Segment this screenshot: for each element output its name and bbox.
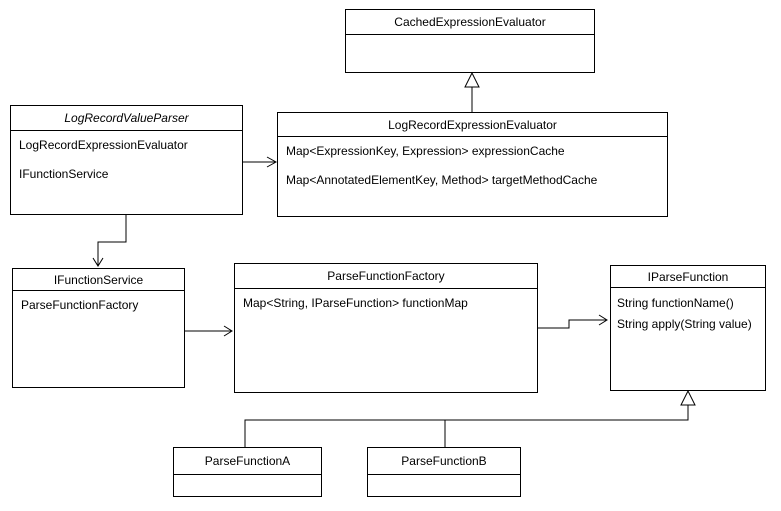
class-member: String functionName() [617,296,734,310]
class-box-iparsefunction[interactable]: IParseFunction String functionName() Str… [610,265,766,391]
class-body: String functionName() String apply(Strin… [611,288,765,335]
class-member: String apply(String value) [617,317,752,331]
arrow-open-ipf [598,314,608,326]
edge-lrvp-to-ifs [97,215,127,265]
class-body: Map<ExpressionKey, Expression> expressio… [278,137,667,195]
class-title: LogRecordExpressionEvaluator [278,113,667,137]
class-body: LogRecordExpressionEvaluator IFunctionSe… [11,131,242,189]
class-box-logrecordvalueparser[interactable]: LogRecordValueParser LogRecordExpression… [10,105,243,215]
class-member: ParseFunctionFactory [21,298,139,312]
class-member: Map<ExpressionKey, Expression> expressio… [286,144,565,158]
class-body: ParseFunctionFactory [13,291,184,320]
class-box-ifunctionservice[interactable]: IFunctionService ParseFunctionFactory [12,268,185,388]
class-member: IFunctionService [19,167,109,181]
arrow-open-lree [266,156,278,168]
arrow-open-ifs [92,257,104,267]
class-box-logrecordexpressionevaluator[interactable]: LogRecordExpressionEvaluator Map<Express… [277,112,668,217]
class-member: Map<AnnotatedElementKey, Method> targetM… [286,173,598,187]
arrow-open-pff [223,325,233,337]
class-title: LogRecordValueParser [11,106,242,131]
class-title: CachedExpressionEvaluator [346,10,594,35]
class-box-parsefunctionb[interactable]: ParseFunctionB [367,447,521,497]
arrow-triangle-cached [464,71,480,88]
edge-pff-to-ipf [538,319,606,329]
class-box-cachedexpressionevaluator[interactable]: CachedExpressionEvaluator [345,9,595,73]
class-title: IParseFunction [611,266,765,288]
class-title: ParseFunctionFactory [235,264,537,289]
class-member: LogRecordExpressionEvaluator [19,138,188,152]
class-box-parsefunctiona[interactable]: ParseFunctionA [173,447,322,497]
edge-pfa-to-ipf [244,405,689,447]
class-body: Map<String, IParseFunction> functionMap [235,289,537,318]
arrow-triangle-ipf [680,389,696,406]
class-box-parsefunctionfactory[interactable]: ParseFunctionFactory Map<String, IParseF… [234,263,538,393]
class-title: ParseFunctionA [174,448,321,475]
class-title: IFunctionService [13,269,184,291]
class-title: ParseFunctionB [368,448,520,475]
class-member: Map<String, IParseFunction> functionMap [243,296,468,310]
